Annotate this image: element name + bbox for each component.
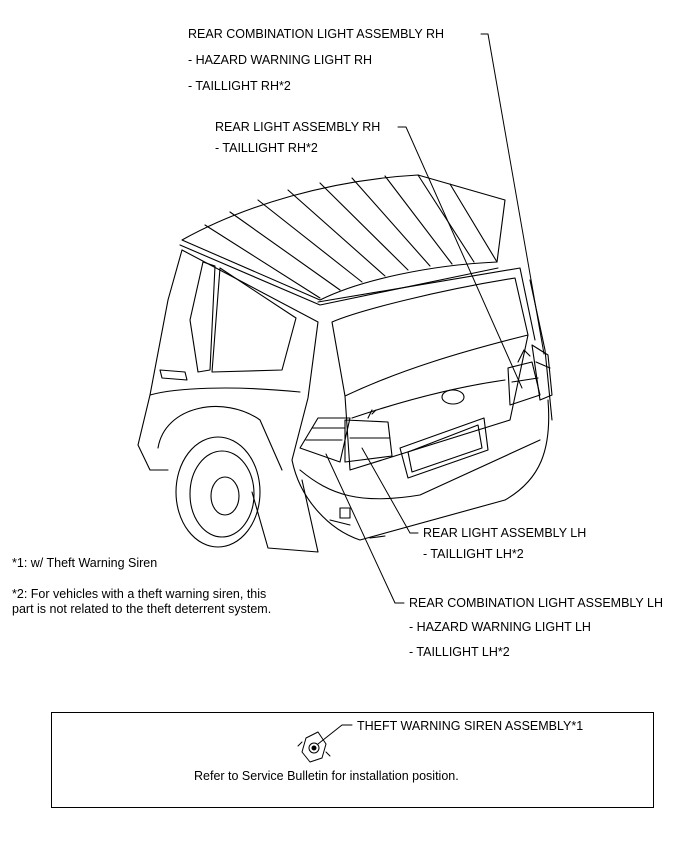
leader-lines [317,33,545,745]
rear-combination-lh-title: REAR COMBINATION LIGHT ASSEMBLY LH [409,596,663,610]
siren-assembly-label: THEFT WARNING SIREN ASSEMBLY*1 [357,719,584,733]
rear-combination-lh-item: - HAZARD WARNING LIGHT LH [409,620,591,634]
rear-light-lh-item: - TAILLIGHT LH*2 [423,547,524,561]
rear-combination-rh-title: REAR COMBINATION LIGHT ASSEMBLY RH [188,27,445,41]
footnote-2: *2: For vehicles with a theft warning si… [12,587,272,616]
rear-combination-rh-item: - TAILLIGHT RH*2 [188,79,291,93]
rear-light-rh-item: - TAILLIGHT RH*2 [215,141,318,155]
rear-light-lh-title: REAR LIGHT ASSEMBLY LH [423,526,587,540]
siren-instruction-text: Refer to Service Bulletin for installati… [194,769,459,783]
vehicle-body [137,249,553,553]
siren-icon [297,731,331,763]
rear-light-rh-title: REAR LIGHT ASSEMBLY RH [215,120,381,134]
rear-lamps [299,344,553,463]
vehicle-roof [179,174,506,306]
rear-combination-rh-item: - HAZARD WARNING LIGHT RH [188,53,373,67]
rear-combination-lh-item: - TAILLIGHT LH*2 [409,645,510,659]
footnote-1: *1: w/ Theft Warning Siren [12,556,158,570]
siren-info-box [51,712,654,808]
